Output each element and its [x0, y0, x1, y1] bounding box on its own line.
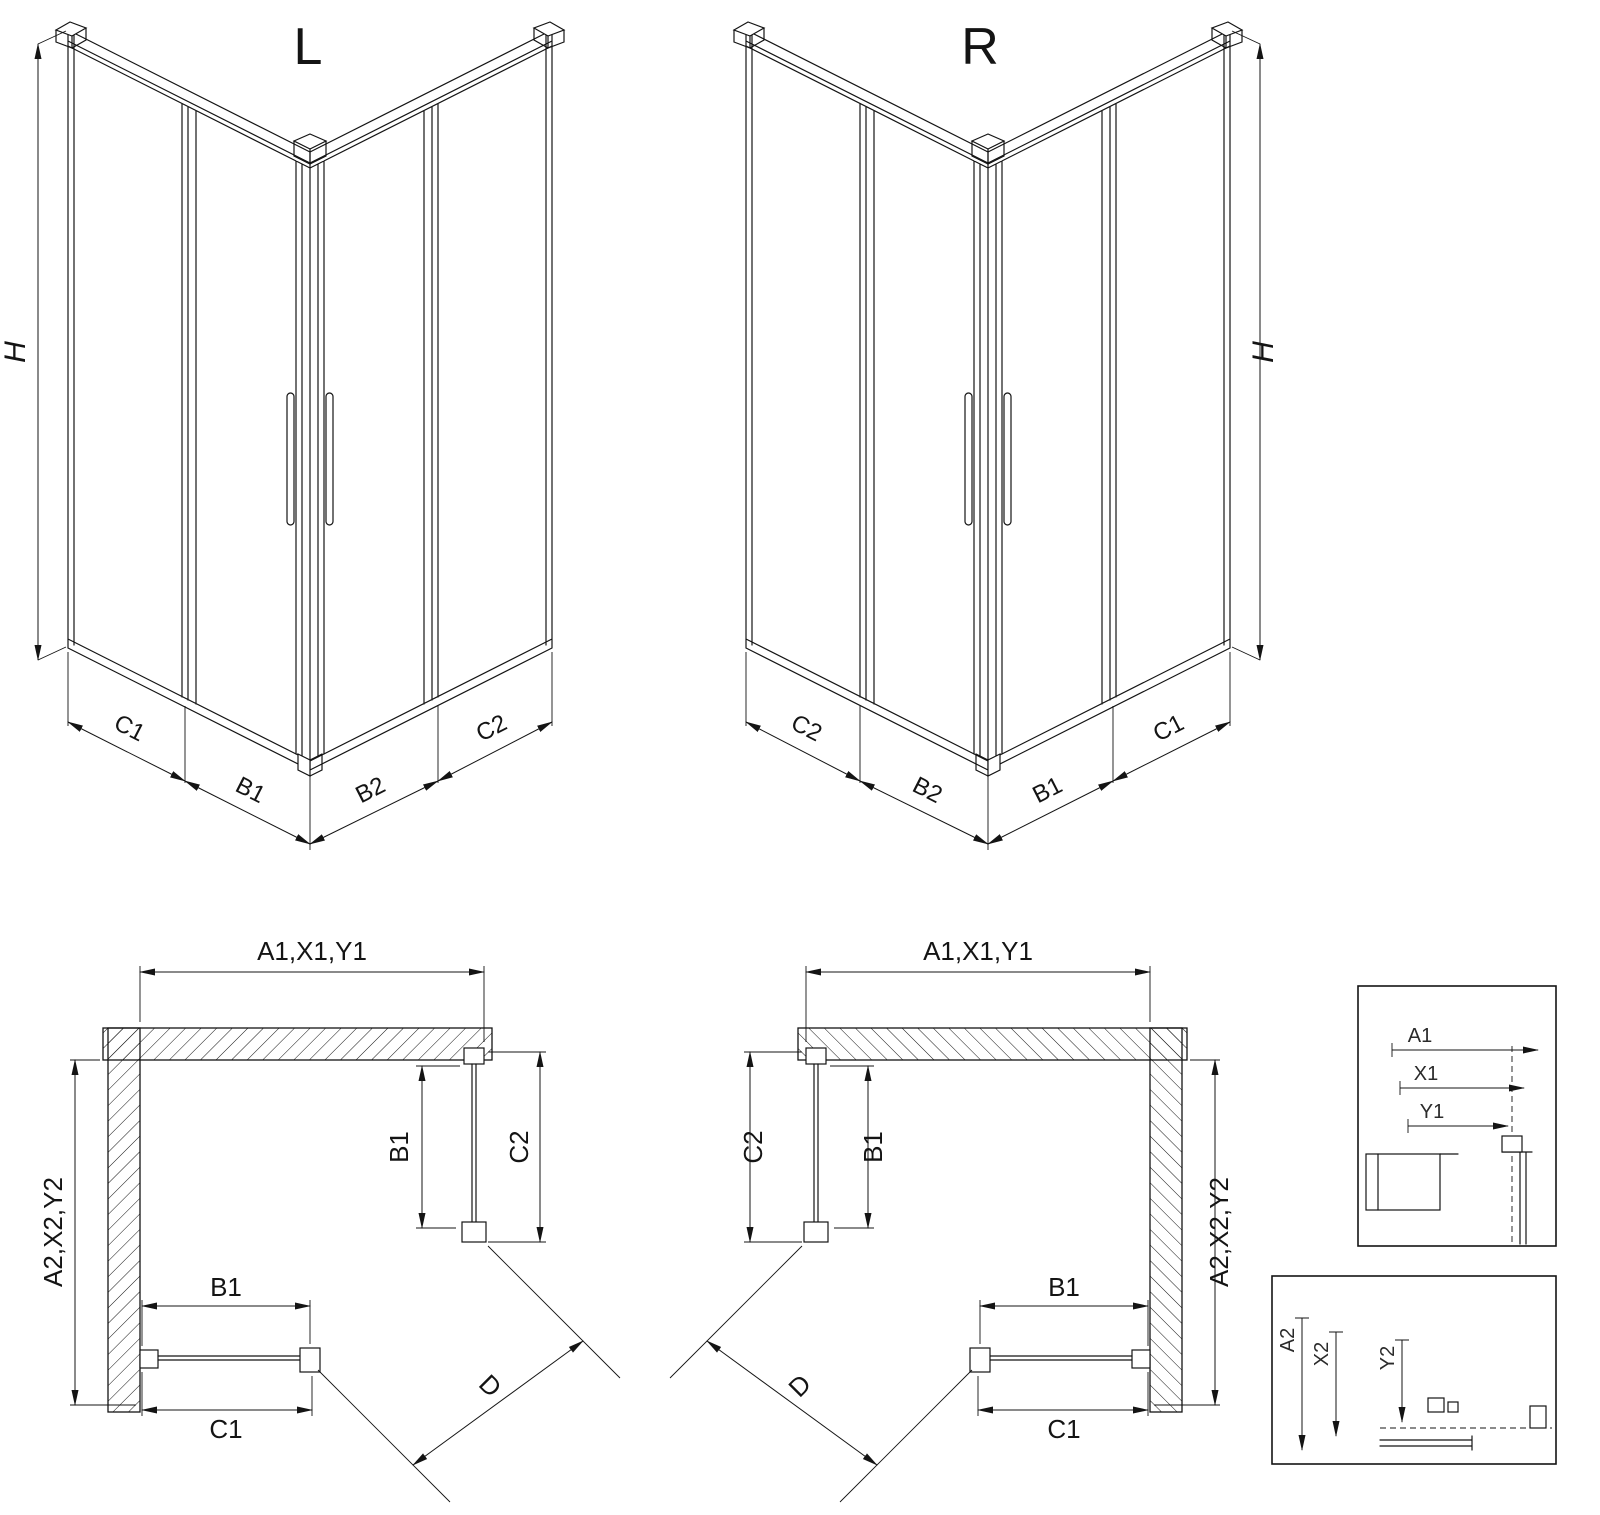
iso-view-right: R H C2 B2 B1 C1 [734, 18, 1280, 850]
wall-profile-section [1365, 1153, 1441, 1211]
label-c1: C1 [110, 709, 150, 747]
label-depth: A2,X2,Y2 [1204, 1177, 1234, 1287]
label-c2: C2 [472, 709, 512, 747]
label-front-door-b1: B1 [1048, 1272, 1080, 1302]
plan-geometry-left [70, 966, 620, 1502]
label-diagonal-d: D [782, 1368, 816, 1402]
label-front-total-c1: C1 [209, 1414, 242, 1444]
label-side-door-b1: B1 [858, 1131, 888, 1163]
label-b1: B1 [1028, 772, 1066, 809]
label-x2: X2 [1311, 1342, 1333, 1366]
detail-width-box: A1 X1 Y1 [1357, 985, 1557, 1247]
detail-depth-box: A2 X2 Y2 [1271, 1275, 1557, 1465]
label-side-door-b1: B1 [384, 1131, 414, 1163]
label-c2: C2 [787, 709, 827, 747]
label-height: H [0, 341, 32, 363]
label-c1: C1 [1149, 709, 1189, 747]
label-a1: A1 [1408, 1025, 1432, 1047]
label-width: A1,X1,Y1 [257, 936, 367, 966]
label-a2: A2 [1277, 1328, 1299, 1352]
label-front-door-b1: B1 [210, 1272, 242, 1302]
plan-view-left: A1,X1,Y1 A2,X2,Y2 B1 C2 B1 C1 D [38, 936, 620, 1502]
plan-view-right: A1,X1,Y1 A2,X2,Y2 C2 B1 B1 C1 D [670, 936, 1234, 1502]
view-title-right: R [961, 18, 999, 76]
view-title-left: L [294, 18, 323, 76]
label-b2: B2 [908, 772, 946, 809]
label-y2: Y2 [1377, 1346, 1399, 1370]
label-depth: A2,X2,Y2 [38, 1177, 68, 1287]
plan-geometry-right [670, 966, 1220, 1502]
label-side-total-c2: C2 [504, 1130, 534, 1163]
label-diagonal-d: D [473, 1368, 507, 1402]
label-y1: Y1 [1420, 1101, 1444, 1123]
label-front-total-c1: C1 [1047, 1414, 1080, 1444]
label-width: A1,X1,Y1 [923, 936, 1033, 966]
label-b1: B1 [231, 772, 269, 809]
label-x1: X1 [1414, 1063, 1438, 1085]
label-height: H [1247, 341, 1280, 363]
label-side-total-c2: C2 [738, 1130, 768, 1163]
iso-view-left: L H C1 B1 B2 C2 [0, 18, 564, 850]
label-b2: B2 [351, 772, 389, 809]
